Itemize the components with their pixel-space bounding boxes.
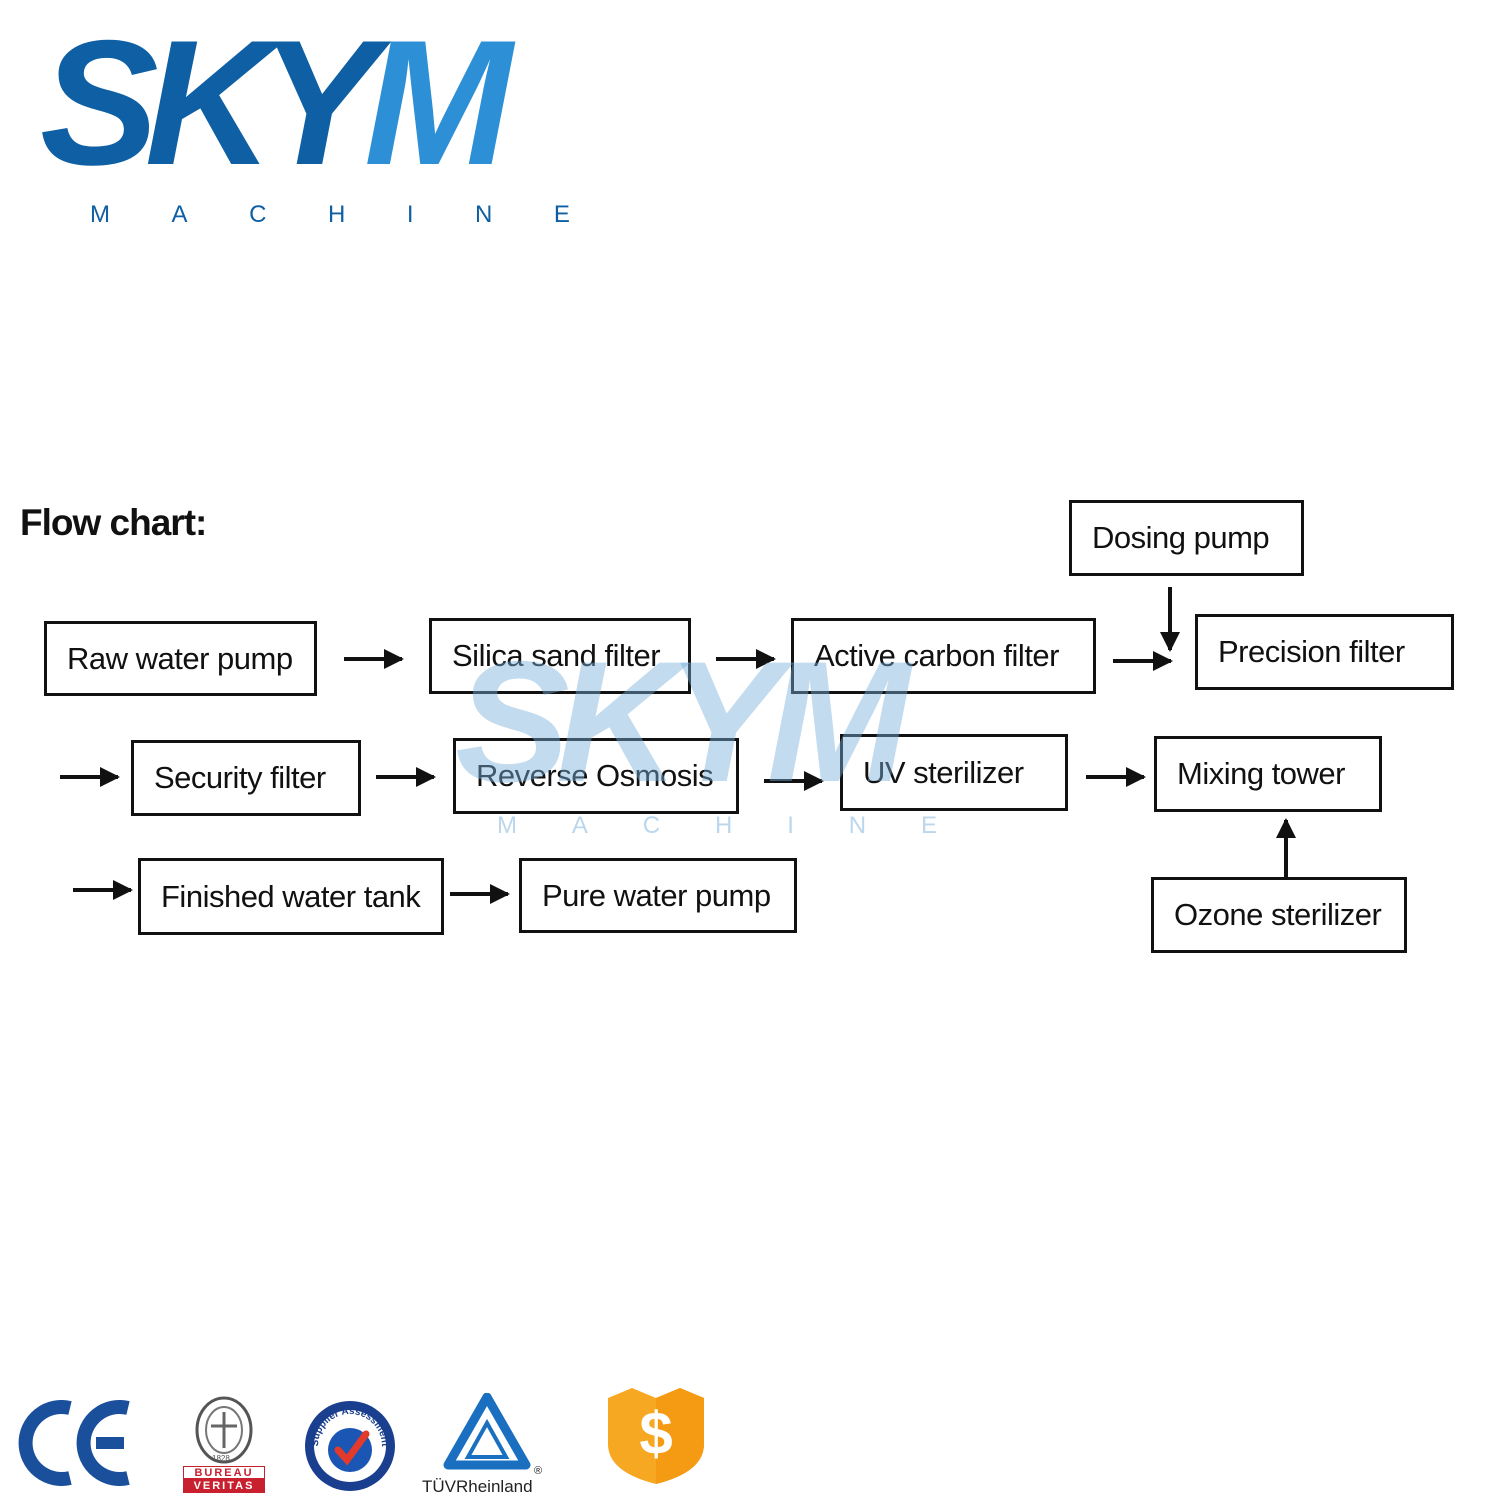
skym-logo: SKYM M A C H I N E (40, 3, 570, 229)
node-silica-sand-filter: Silica sand filter (429, 618, 691, 694)
trade-assurance-shield-icon: $ (604, 1384, 708, 1488)
bureau-veritas-icon: 1828 BUREAU VERITAS (183, 1396, 265, 1496)
logo-wordmark: SKYM (40, 3, 512, 202)
node-uv-sterilizer: UV sterilizer (840, 734, 1068, 811)
node-raw-water-pump: Raw water pump (44, 621, 317, 696)
node-pure-water-pump: Pure water pump (519, 858, 797, 933)
flow-chart-title: Flow chart: (20, 502, 207, 543)
node-precision-filter: Precision filter (1195, 614, 1454, 690)
node-mixing-tower: Mixing tower (1154, 736, 1382, 812)
logo-subtitle: M A C H I N E (90, 201, 570, 228)
tuv-rheinland-icon: TÜVRheinland ® (422, 1393, 552, 1497)
node-finished-water-tank: Finished water tank (138, 858, 444, 935)
ce-mark-icon (18, 1400, 130, 1486)
node-ozone-sterilizer: Ozone sterilizer (1151, 877, 1407, 953)
node-reverse-osmosis: Reverse Osmosis (453, 738, 739, 814)
supplier-assessment-icon: Supplier Assessment (305, 1401, 395, 1491)
node-dosing-pump: Dosing pump (1069, 500, 1304, 576)
node-active-carbon-filter: Active carbon filter (791, 618, 1096, 694)
node-security-filter: Security filter (131, 740, 361, 816)
